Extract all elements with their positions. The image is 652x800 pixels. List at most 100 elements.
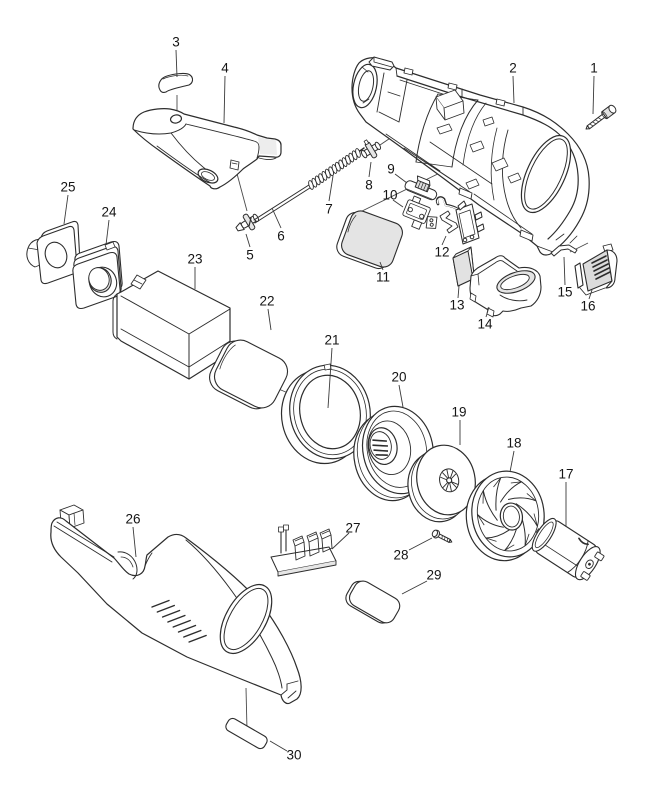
part-13-filter-pad	[452, 246, 475, 287]
callout-rubber-plate: 11	[376, 261, 390, 285]
part-8-rod-end-fitting	[360, 139, 382, 159]
leader-line-30	[269, 740, 288, 752]
part-number-label-30: 30	[286, 748, 301, 763]
part-number-label-17: 17	[558, 467, 573, 482]
callout-dust-case: 23	[187, 252, 203, 289]
callout-tapping-screw: 28	[393, 537, 433, 563]
part-22-filter-cover-plate	[209, 339, 289, 410]
part-2-housing-right-half	[351, 56, 590, 256]
part-number-label-25: 25	[60, 180, 75, 195]
leader-line-22	[267, 308, 272, 331]
callout-filter-pad: 13	[449, 285, 465, 313]
part-number-label-2: 2	[509, 61, 517, 76]
leader-line-10	[392, 199, 404, 208]
callout-cover-hood: 4	[221, 61, 229, 124]
part-12-switch-lever-assembly	[435, 196, 485, 245]
part-number-label-29: 29	[426, 568, 441, 583]
callout-latch-rod: 6	[271, 207, 285, 244]
leader-line-20	[398, 384, 404, 408]
part-number-label-10: 10	[382, 188, 397, 203]
part-9-latch-plate	[404, 175, 438, 201]
part-number-label-18: 18	[506, 436, 521, 451]
callout-seal-plate: 25	[60, 180, 76, 225]
callout-filter-ring: 21	[324, 333, 340, 409]
callout-filter-drum: 20	[391, 370, 407, 408]
callout-fan-impeller: 18	[506, 436, 522, 473]
part-number-label-23: 23	[187, 252, 202, 267]
leader-line-21	[327, 347, 333, 409]
leader-line-12	[441, 235, 447, 246]
callout-name-plate: 30	[269, 740, 302, 763]
leader-line-6	[271, 207, 282, 229]
leader-line-15	[563, 256, 566, 286]
part-number-label-7: 7	[325, 202, 333, 217]
part-18-fan-impeller	[465, 470, 545, 562]
callout-fan-spacer-disc: 19	[451, 405, 467, 445]
leader-line-29	[401, 580, 428, 595]
leader-line-9	[394, 173, 408, 184]
part-7-coil-spring	[308, 148, 361, 190]
part-29-bottom-plate	[345, 580, 401, 624]
part-30-name-plate	[225, 717, 268, 750]
leader-line-3	[175, 49, 178, 78]
part-number-label-14: 14	[477, 317, 493, 332]
leader-line-4	[223, 75, 226, 124]
part-24-case-frame	[72, 240, 123, 310]
callout-filter-cover-plate: 22	[259, 294, 275, 331]
part-number-label-5: 5	[246, 248, 254, 263]
part-number-label-6: 6	[277, 229, 285, 244]
callout-nozzle-holder: 14	[477, 306, 493, 332]
callout-dc-motor: 17	[558, 467, 574, 527]
part-4-cover-hood	[132, 108, 282, 190]
part-number-label-1: 1	[590, 61, 598, 76]
part-10-micro-switch	[402, 195, 438, 230]
callout-pan-head-screw: 1	[590, 61, 598, 115]
leader-line-18	[509, 450, 515, 473]
part-number-label-16: 16	[580, 299, 595, 314]
part-number-label-12: 12	[434, 245, 449, 260]
part-number-label-9: 9	[387, 162, 395, 177]
part-14-nozzle-holder	[469, 255, 542, 318]
part-15-spring-pin	[550, 244, 578, 257]
leader-line-24	[105, 219, 110, 246]
leader-line-2	[512, 75, 515, 104]
callout-housing-right-half: 2	[509, 61, 517, 104]
part-number-label-26: 26	[125, 512, 140, 527]
leader-line-16	[588, 289, 593, 300]
leader-line-8	[368, 161, 372, 178]
part-23-dust-case	[112, 270, 231, 380]
leader-line-14	[485, 306, 490, 318]
leader-line-7	[328, 175, 334, 202]
part-number-label-28: 28	[393, 548, 408, 563]
part-16-vent-cover	[574, 243, 618, 296]
part-17-motor	[531, 517, 605, 581]
part-19-spacer-disc	[407, 444, 476, 523]
part-number-label-19: 19	[451, 405, 466, 420]
part-5-rod-end-fitting	[235, 213, 260, 232]
callout-rod-end-fitting-rear: 8	[365, 161, 373, 193]
leader-line-27	[331, 532, 350, 550]
callout-coil-spring: 7	[325, 175, 334, 217]
part-number-label-3: 3	[172, 35, 180, 50]
part-27-terminal-block	[270, 524, 337, 577]
callout-micro-switch: 10	[382, 188, 404, 208]
leader-line-28	[408, 537, 433, 551]
part-25-seal-plate	[26, 220, 81, 285]
callout-latch-plate: 9	[387, 162, 408, 184]
callout-rod-end-fitting-front: 5	[245, 233, 254, 263]
callout-bottom-plate: 29	[401, 568, 442, 595]
callout-case-frame: 24	[101, 205, 117, 246]
part-number-label-27: 27	[345, 521, 360, 536]
callout-switch-lever-assy: 12	[434, 235, 450, 260]
part-3-latch-button	[158, 72, 194, 93]
leader-line-1	[592, 75, 595, 115]
part-number-label-11: 11	[376, 270, 390, 285]
part-21-filter-ring	[280, 363, 371, 465]
leader-line-11	[379, 261, 384, 271]
leader-line-25	[63, 194, 69, 225]
callout-vent-cover: 16	[580, 289, 596, 314]
leader-line-5	[245, 233, 251, 248]
callout-spring-pin: 15	[557, 256, 573, 300]
callout-housing-left-half: 26	[125, 512, 141, 558]
